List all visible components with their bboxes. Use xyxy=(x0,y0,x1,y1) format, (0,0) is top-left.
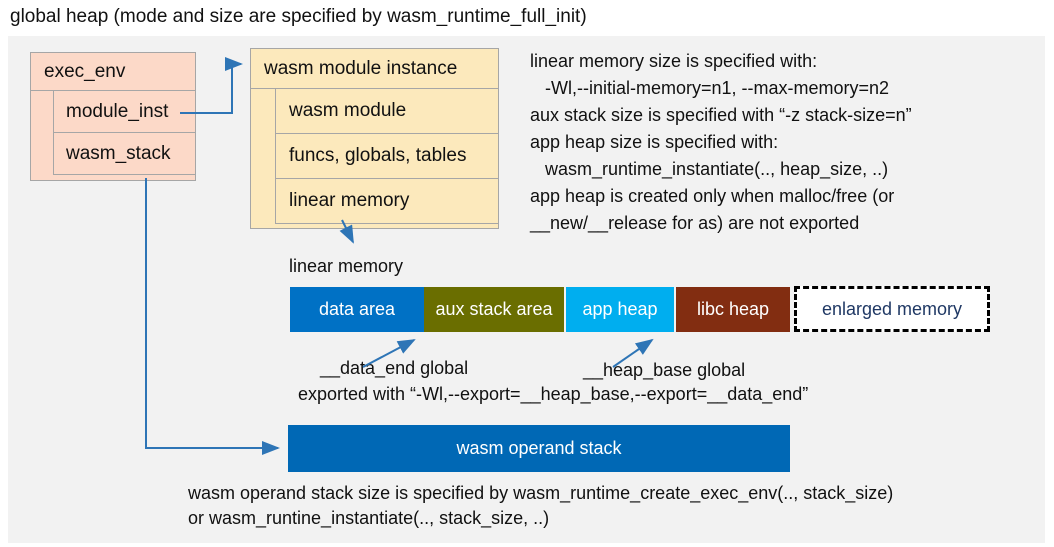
memory-segment: app heap xyxy=(566,287,674,332)
note-line: aux stack size is specified with “-z sta… xyxy=(530,105,912,125)
module-instance-row: funcs, globals, tables xyxy=(276,134,498,179)
memory-segment: aux stack area xyxy=(424,287,564,332)
operand-stack-bar: wasm operand stack xyxy=(288,425,790,472)
memory-segment: libc heap xyxy=(676,287,790,332)
module-instance-row: wasm module xyxy=(276,89,498,134)
heap-base-label: __heap_base global xyxy=(583,360,746,380)
memory-segment: data area xyxy=(290,287,424,332)
module-instance-row: linear memory xyxy=(276,179,498,224)
note-line: app heap is created only when malloc/fre… xyxy=(530,186,895,206)
note-line: -Wl,--initial-memory=n1, --max-memory=n2 xyxy=(530,78,890,98)
note-line: __new/__release for as) are not exported xyxy=(530,213,860,233)
data-end-label: __data_end global xyxy=(320,358,469,378)
export-note: exported with “-Wl,--export=__heap_base,… xyxy=(298,384,809,404)
operand-stack-notes: wasm operand stack size is specified by … xyxy=(188,481,1048,531)
linear-memory-notes: linear memory size is specified with: -W… xyxy=(530,48,1045,237)
note-line: wasm_runtime_instantiate(.., heap_size, … xyxy=(530,159,889,179)
exec-env-row: module_inst xyxy=(54,91,195,133)
linear-memory-label: linear memory xyxy=(289,256,404,276)
enlarged-memory-box: enlarged memory xyxy=(794,286,990,332)
diagram-title: global heap (mode and size are specified… xyxy=(10,6,587,27)
module-instance-header: wasm module instance xyxy=(251,49,498,89)
note-line: or wasm_runtine_instantiate(.., stack_si… xyxy=(188,508,550,528)
exec-env-row: wasm_stack xyxy=(54,133,195,175)
note-line: linear memory size is specified with: xyxy=(530,51,818,71)
note-line: wasm operand stack size is specified by … xyxy=(188,483,894,503)
note-line: app heap size is specified with: xyxy=(530,132,779,152)
exec-env-header: exec_env xyxy=(31,53,195,91)
